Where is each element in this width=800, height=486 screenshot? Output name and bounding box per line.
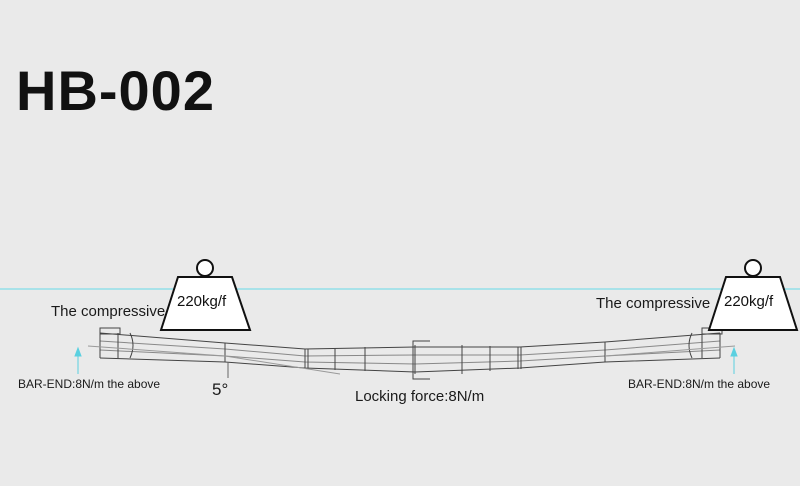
weight-icon-right: [707, 259, 799, 331]
bar-end-arrow-right: [730, 346, 738, 374]
product-title: HB-002: [16, 59, 215, 122]
bar-end-label-right: BAR-END:8N/m the above: [628, 377, 771, 391]
bar-end-label-left: BAR-END:8N/m the above: [18, 377, 161, 391]
compressive-label-left: The compressive: [51, 303, 166, 320]
weight-icon-left: [159, 259, 252, 331]
compressive-label-right: The compressive: [596, 295, 711, 312]
weight-label-left: 220kg/f: [177, 293, 227, 310]
handlebar: [87, 327, 736, 380]
weight-label-right: 220kg/f: [724, 293, 774, 310]
bar-end-arrow-left: [74, 346, 82, 374]
angle-label: 5°: [212, 380, 229, 399]
locking-force-label: Locking force:8N/m: [355, 388, 485, 405]
